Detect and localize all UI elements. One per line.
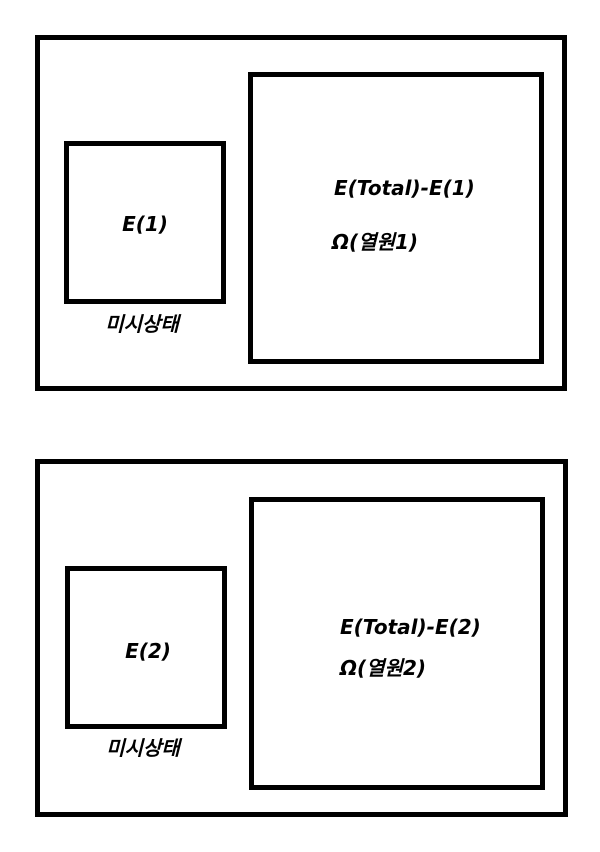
panel-1-system-box bbox=[64, 141, 226, 304]
panel-1-outer-frame bbox=[35, 35, 567, 391]
panel-1-reservoir-energy-label: E(Total)-E(1) bbox=[334, 176, 475, 200]
panel-2-reservoir-energy-label: E(Total)-E(2) bbox=[340, 615, 481, 639]
panel-2-reservoir-omega-label: Ω(열원2) bbox=[340, 656, 426, 680]
panel-2-microstate-caption: 미시상태 bbox=[106, 736, 180, 760]
panel-1-microstate-caption: 미시상태 bbox=[105, 312, 179, 336]
panel-1-reservoir-box bbox=[248, 72, 544, 364]
panel-2-reservoir-box bbox=[249, 497, 545, 790]
panel-2-outer-frame bbox=[35, 459, 568, 817]
panel-1-reservoir-omega-label: Ω(열원1) bbox=[332, 230, 418, 254]
panel-2-system-box bbox=[65, 566, 227, 729]
panel-2-system-energy-label: E(2) bbox=[125, 639, 171, 663]
panel-1-system-energy-label: E(1) bbox=[122, 212, 168, 236]
